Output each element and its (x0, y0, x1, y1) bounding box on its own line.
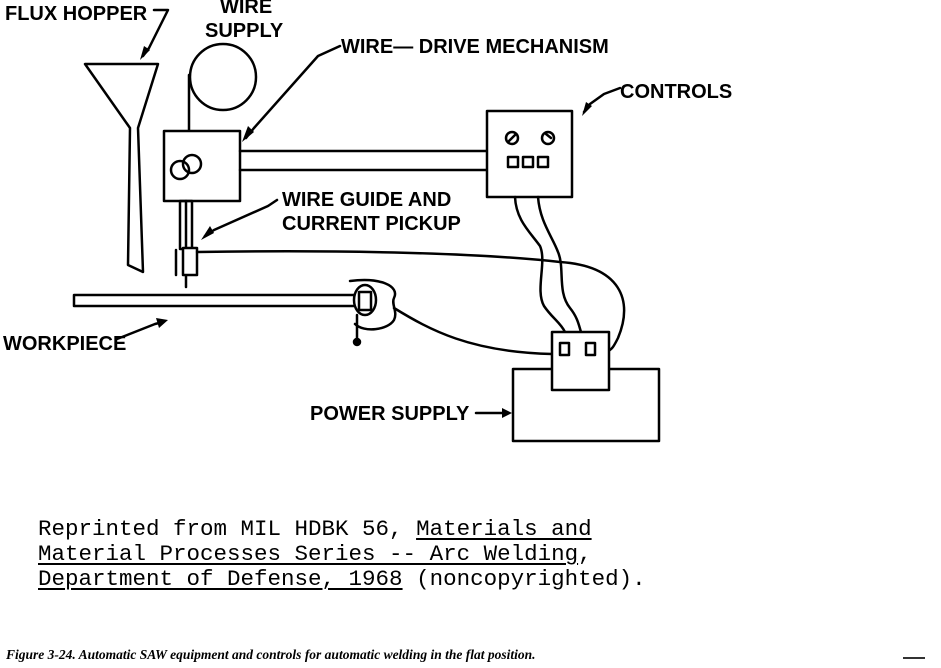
dial-icon (540, 130, 556, 146)
wire-guide-assembly (174, 199, 199, 289)
credit-line2-suffix: , (578, 541, 592, 567)
credit-line1-title: Materials and (416, 516, 592, 542)
figure-caption: Figure 3-24. Automatic SAW equipment and… (6, 647, 536, 662)
controls-box (485, 109, 574, 199)
label-wire-guide-1: WIRE GUIDE AND (282, 189, 451, 211)
credit-line1-prefix: Reprinted from MIL HDBK 56, (38, 516, 417, 542)
credit-line3-source: Department of Defense, 1968 (38, 566, 403, 592)
page-mark (903, 657, 925, 659)
dial-icon (504, 130, 520, 146)
label-wire-supply-1: WIRE (220, 0, 272, 18)
label-workpiece: WORKPIECE (3, 333, 126, 355)
label-controls: CONTROLS (620, 81, 732, 103)
control-button (536, 155, 550, 169)
connecting-arm (238, 149, 489, 172)
credit-line3-suffix: (noncopyrighted). (402, 566, 646, 592)
label-flux-hopper: FLUX HOPPER (5, 3, 148, 25)
wire-supply-reel (187, 42, 258, 134)
reprint-credit: Reprinted from MIL HDBK 56, Materials an… (38, 517, 646, 592)
electrode-cable (195, 250, 626, 354)
arrowheads (140, 46, 592, 418)
label-power-supply: POWER SUPPLY (310, 403, 470, 425)
control-cables (513, 195, 583, 334)
credit-line2-title: Material Processes Series -- Arc Welding (38, 541, 579, 567)
control-button (506, 155, 520, 169)
wire-drive-housing (162, 129, 242, 203)
label-wire-guide-2: CURRENT PICKUP (282, 213, 461, 235)
control-button (521, 155, 535, 169)
label-wire-drive-mechanism: WIRE— DRIVE MECHANISM (341, 36, 609, 58)
power-supply-unit (511, 330, 661, 443)
label-wire-supply-2: SUPPLY (205, 20, 284, 42)
workpiece (72, 278, 554, 356)
saw-equipment-diagram: FLUX HOPPER WIRE SUPPLY WIRE— DRIVE MECH… (3, 0, 732, 443)
flux-hopper (83, 62, 160, 274)
